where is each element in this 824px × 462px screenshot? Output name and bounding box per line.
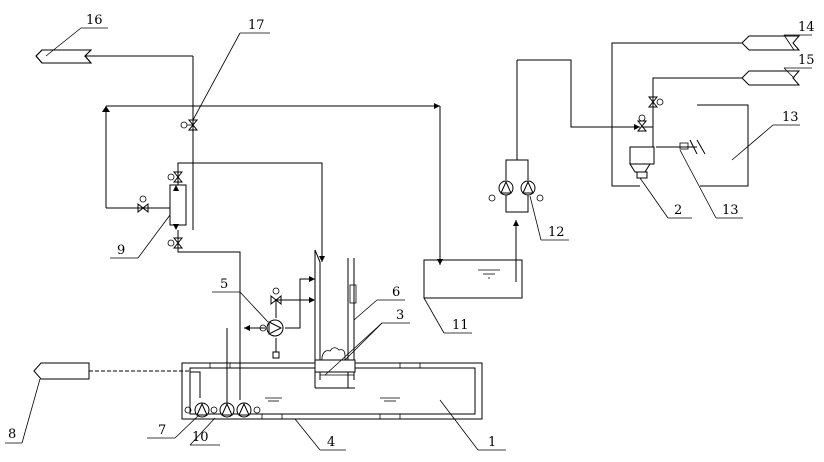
label-12: 12 <box>548 225 565 240</box>
valve-9-top[interactable] <box>167 171 184 183</box>
label-16: 16 <box>86 13 103 28</box>
valve-17[interactable] <box>180 119 199 131</box>
labels: 16 17 14 15 13 2 13 12 9 5 6 3 11 7 10 4… <box>8 13 815 450</box>
label-11: 11 <box>452 318 469 333</box>
label-13-a: 13 <box>782 110 799 125</box>
pump-7[interactable] <box>184 402 210 418</box>
outlet-arrow-16 <box>35 49 193 64</box>
pump-10[interactable] <box>210 402 235 418</box>
inlet-arrow-15 <box>652 70 801 130</box>
piping-pump-5 <box>244 276 315 359</box>
label-3: 3 <box>396 308 404 323</box>
label-14: 14 <box>798 20 815 35</box>
label-17: 17 <box>248 18 265 33</box>
heat-exchanger-9 <box>169 184 187 230</box>
valve-9-bottom[interactable] <box>167 237 184 249</box>
label-8: 8 <box>8 427 16 442</box>
pump-12b[interactable] <box>520 180 544 202</box>
unit-2 <box>629 126 655 179</box>
piping-pumps-12 <box>505 59 640 213</box>
tank-11 <box>423 220 523 299</box>
piping-left <box>102 56 443 400</box>
label-1: 1 <box>488 435 496 450</box>
valve-9-left[interactable] <box>137 195 149 214</box>
label-5: 5 <box>220 277 228 292</box>
label-9: 9 <box>117 243 125 258</box>
leader-lines <box>5 27 812 451</box>
label-2: 2 <box>674 203 682 218</box>
pump-10b[interactable] <box>236 402 261 418</box>
valve-5[interactable] <box>270 287 282 306</box>
label-13-b: 13 <box>722 203 739 218</box>
label-6: 6 <box>392 285 400 300</box>
inlet-arrow-14 <box>611 35 801 187</box>
label-15: 15 <box>798 53 815 68</box>
unit-13 <box>656 104 749 187</box>
outlet-arrow-8 <box>33 362 190 380</box>
valve-15[interactable] <box>647 96 664 108</box>
pump-12a[interactable] <box>488 180 514 202</box>
label-4: 4 <box>327 435 335 450</box>
label-10: 10 <box>192 430 209 445</box>
pump-5[interactable] <box>259 319 284 337</box>
valve-2[interactable] <box>636 114 648 132</box>
label-7: 7 <box>158 423 166 438</box>
